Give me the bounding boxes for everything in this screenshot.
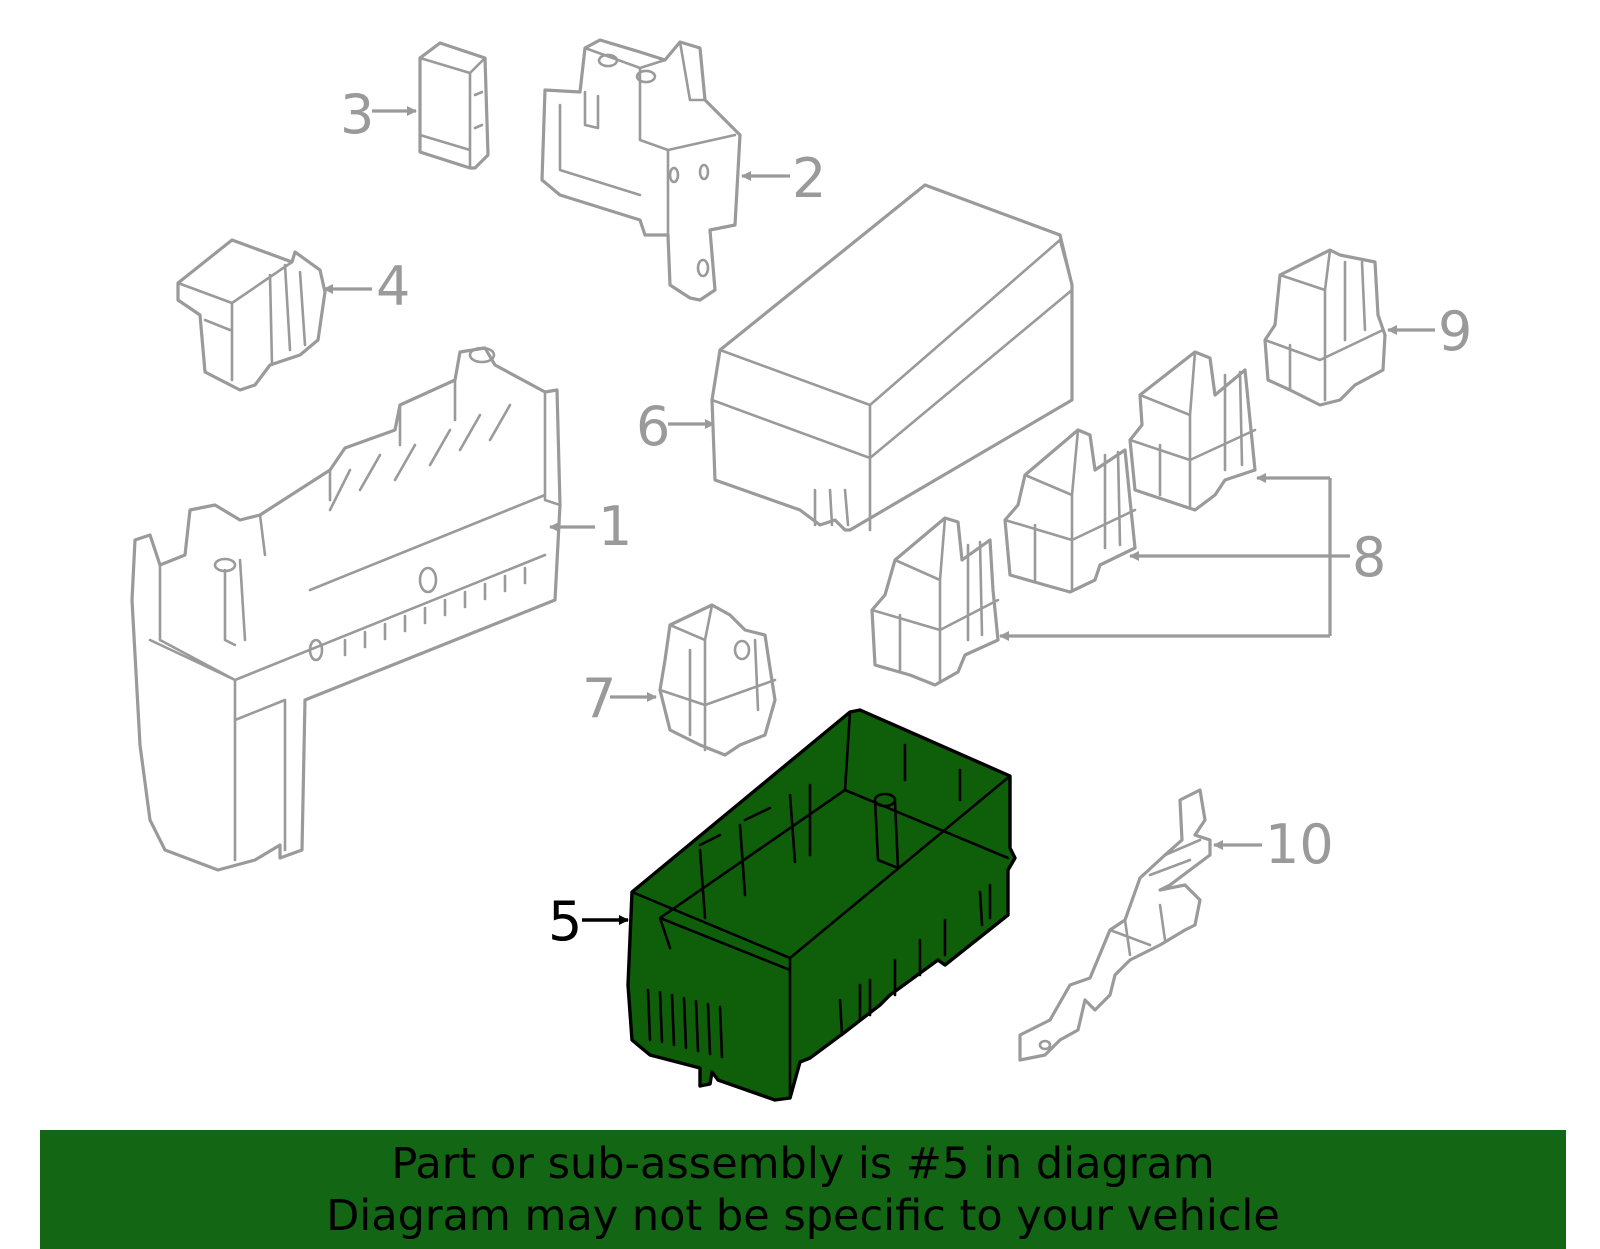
callout-1: 1 [598, 495, 632, 558]
banner-line-1: Part or sub-assembly is #5 in diagram [391, 1139, 1215, 1189]
part-9-terminal[interactable] [1263, 248, 1387, 407]
callout-5: 5 [548, 890, 582, 953]
callout-3: 3 [340, 83, 374, 146]
banner-line-2: Diagram may not be specific to your vehi… [326, 1191, 1280, 1241]
part-6-cover[interactable] [710, 183, 1074, 532]
part-4-connector[interactable] [176, 238, 327, 392]
callout-7: 7 [582, 667, 616, 730]
callout-10: 10 [1265, 813, 1334, 876]
part-5-tray-highlighted[interactable] [626, 708, 1017, 1102]
info-banner: Part or sub-assembly is #5 in diagram Di… [40, 1130, 1566, 1249]
callout-6: 6 [636, 395, 670, 458]
part-10-cable[interactable] [1018, 788, 1212, 1062]
part-1-fuse-box-body[interactable] [130, 346, 562, 872]
part-2-bracket[interactable] [540, 38, 742, 302]
part-7-terminal[interactable] [658, 603, 777, 757]
part-3-relay[interactable] [418, 41, 490, 170]
callout-4: 4 [376, 255, 410, 318]
leader-8 [999, 473, 1350, 641]
part-8-terminals[interactable] [870, 350, 1257, 687]
callout-2: 2 [792, 147, 826, 210]
callout-8: 8 [1352, 526, 1386, 589]
callout-9: 9 [1438, 300, 1472, 363]
